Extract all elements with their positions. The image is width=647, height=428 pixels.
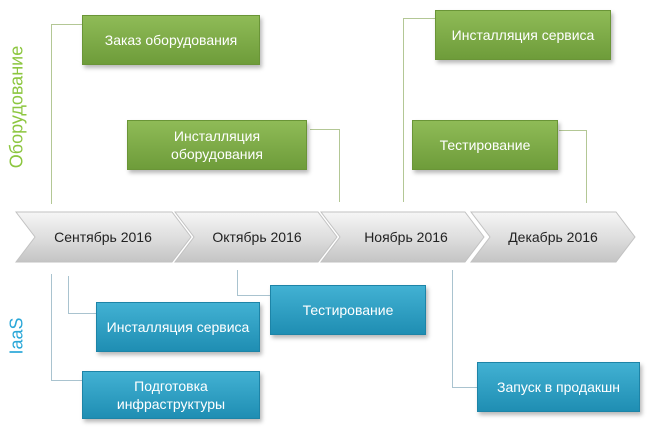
- task-order-equipment: Заказ оборудования: [82, 15, 260, 65]
- connector-install-service: [403, 18, 435, 202]
- connector-launch: [452, 270, 477, 388]
- connector-iaas-testing: [237, 270, 270, 296]
- month-chevron-4: Декабрь 2016: [469, 211, 636, 263]
- month-chevron-2: Октябрь 2016: [173, 211, 338, 263]
- month-label-3: Ноябрь 2016: [364, 229, 448, 245]
- month-label-2: Октябрь 2016: [212, 229, 302, 245]
- connector-prep-infra: [51, 274, 83, 381]
- task-testing-hw: Тестирование: [412, 120, 558, 170]
- month-label-1: Сентябрь 2016: [54, 229, 152, 245]
- connector-iaas-install-service: [68, 276, 98, 314]
- month-label-4: Декабрь 2016: [508, 229, 598, 245]
- connector-order: [51, 24, 82, 204]
- connector-install-hw: [310, 129, 340, 202]
- month-chevron-3: Ноябрь 2016: [319, 211, 485, 263]
- task-install-service-iaas: Инсталляция сервиса: [96, 302, 260, 352]
- task-install-equipment: Инсталляция оборудования: [127, 120, 307, 170]
- task-launch-production: Запуск в продакшн: [477, 362, 640, 412]
- task-install-service-hw: Инсталляция сервиса: [435, 10, 611, 60]
- month-chevron-1: Сентябрь 2016: [14, 211, 192, 263]
- task-prepare-infrastructure: Подготовка инфраструктуры: [82, 371, 260, 419]
- task-testing-iaas: Тестирование: [270, 285, 426, 335]
- connector-hw-testing: [559, 130, 587, 203]
